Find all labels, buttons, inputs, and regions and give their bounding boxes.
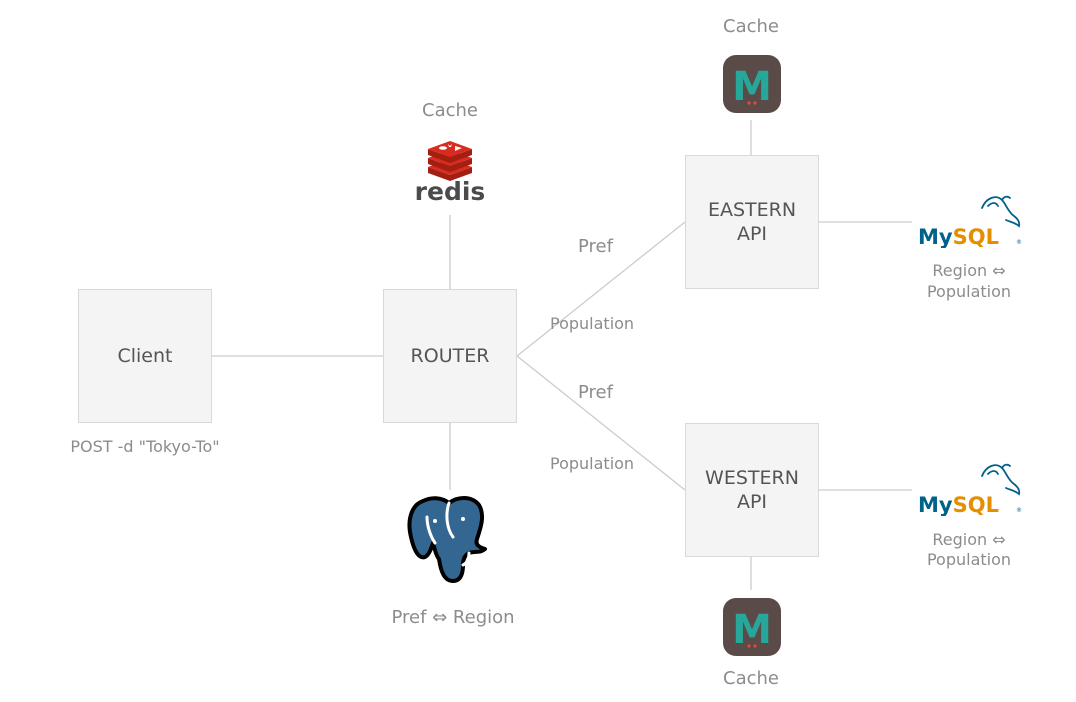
mysql-logo-eastern: MySQL ®	[918, 195, 1022, 248]
svg-text:®: ®	[1016, 239, 1022, 246]
client-node-label: Client	[117, 345, 173, 367]
memcached-letter-icon: M	[732, 607, 772, 653]
redis-cache-label: Cache	[422, 100, 478, 121]
redis-wordmark: redis	[415, 177, 486, 206]
mysql-dolphin-icon	[981, 463, 1021, 496]
western-api-node: WESTERN API	[685, 423, 819, 557]
eastern-api-label-line1: EASTERN	[707, 199, 797, 221]
edge-east-pref-label: Pref	[578, 236, 613, 257]
client-request-label: POST -d "Tokyo-To"	[70, 437, 220, 456]
router-node: ROUTER	[383, 289, 517, 423]
mysql-logo-western: MySQL ®	[918, 463, 1022, 516]
west-mysql-label-line1: Region ⇔	[932, 530, 1006, 549]
router-node-label: ROUTER	[410, 345, 490, 367]
postgres-mapping-label: Pref ⇔ Region	[391, 607, 515, 628]
western-api-label-line1: WESTERN	[705, 467, 799, 489]
edge-west-population-label: Population	[550, 454, 635, 473]
mysql-dolphin-icon	[981, 195, 1021, 228]
west-mysql-label-line2: Population	[926, 550, 1012, 569]
mysql-wordmark: MySQL	[918, 225, 999, 248]
memcached-letter-icon: M	[732, 64, 772, 110]
edge-east-population-label: Population	[550, 314, 635, 333]
redis-logo: redis	[415, 141, 486, 206]
eastern-api-node: EASTERN API	[685, 155, 819, 289]
memcached-logo-eastern: M	[723, 55, 781, 113]
east-mysql-label-line2: Population	[926, 282, 1012, 301]
mysql-wordmark: MySQL	[918, 493, 999, 516]
western-api-label-line2: API	[736, 491, 768, 513]
client-node: Client	[78, 289, 212, 423]
eastern-api-label-line2: API	[736, 223, 768, 245]
western-cache-label: Cache	[723, 668, 779, 689]
postgresql-elephant-logo	[407, 496, 487, 583]
east-mysql-label-line1: Region ⇔	[932, 261, 1006, 280]
memcached-logo-western: M	[723, 598, 781, 656]
edge-west-pref-label: Pref	[578, 382, 613, 403]
eastern-cache-label: Cache	[723, 16, 779, 37]
edge-router-eastern	[516, 221, 686, 357]
edge-router-western	[516, 355, 686, 491]
redis-stack-icon	[428, 141, 472, 181]
svg-text:®: ®	[1016, 507, 1022, 514]
